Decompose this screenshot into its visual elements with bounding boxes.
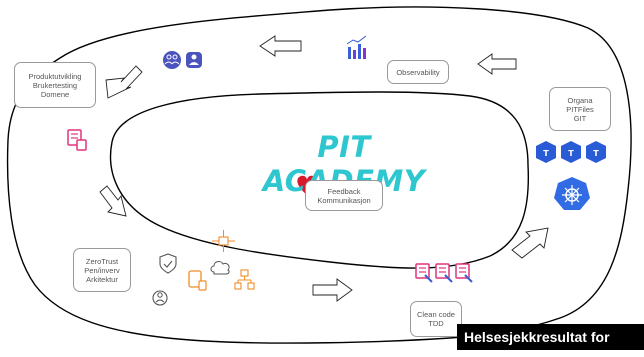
arrow-icon xyxy=(477,53,517,75)
checklist-icon xyxy=(435,263,453,283)
checklist-icon xyxy=(455,263,473,283)
box-line: Pen/inverv xyxy=(84,265,120,275)
box-line: TDD xyxy=(428,319,444,328)
box-line: Organa xyxy=(567,95,593,105)
box-line: Kommunikasjon xyxy=(317,195,371,205)
kubernetes-icon xyxy=(554,177,590,210)
shield-icon xyxy=(159,253,177,274)
bar-chart-icon xyxy=(346,35,367,59)
terraform-icon: T xyxy=(561,141,581,163)
arrow-icon xyxy=(105,65,143,99)
box-zerotrust: ZeroTrust Pen/inverv Arkitektur xyxy=(73,248,131,292)
box-line: Clean code xyxy=(417,310,455,319)
box-line: GIT xyxy=(573,113,587,123)
cloud-icon xyxy=(210,261,230,275)
hierarchy-icon xyxy=(234,269,255,290)
box-produktutvikling: Produktutvikling Brukertesting Domene xyxy=(14,62,96,108)
person-icon xyxy=(186,52,202,68)
box-line: ZeroTrust xyxy=(85,256,119,266)
arrow-icon xyxy=(259,35,302,57)
svg-text:T: T xyxy=(543,149,549,158)
box-line: Brukertesting xyxy=(32,80,78,90)
checklist-icon xyxy=(67,129,87,151)
box-observability: Observability xyxy=(387,60,449,84)
checklist-icon xyxy=(415,263,433,283)
result-banner: Helsesjekkresultat for xyxy=(457,324,644,350)
box-organa: Organa PITFiles GIT xyxy=(549,87,611,131)
box-cleancode: Clean code TDD xyxy=(410,301,462,337)
box-line: Produktutvikling xyxy=(28,71,82,81)
arrow-icon xyxy=(511,227,549,259)
box-line: Domene xyxy=(40,89,70,99)
box-line: Feedback xyxy=(327,186,361,196)
box-line: Observability xyxy=(396,67,440,77)
terraform-icon: T xyxy=(536,141,556,163)
box-line: Arkitektur xyxy=(86,274,118,284)
people-icon xyxy=(163,51,181,69)
terraform-icon: T xyxy=(586,141,606,163)
box-feedback: Feedback Kommunikasjon xyxy=(305,180,383,211)
arrow-icon xyxy=(312,278,353,302)
svg-text:T: T xyxy=(568,149,574,158)
network-icon xyxy=(212,230,235,252)
device-icon xyxy=(188,270,207,291)
arrow-icon xyxy=(99,185,127,217)
svg-text:T: T xyxy=(593,149,599,158)
box-line: PITFiles xyxy=(566,104,594,114)
inner-island xyxy=(109,91,530,269)
user-lock-icon xyxy=(152,290,168,306)
